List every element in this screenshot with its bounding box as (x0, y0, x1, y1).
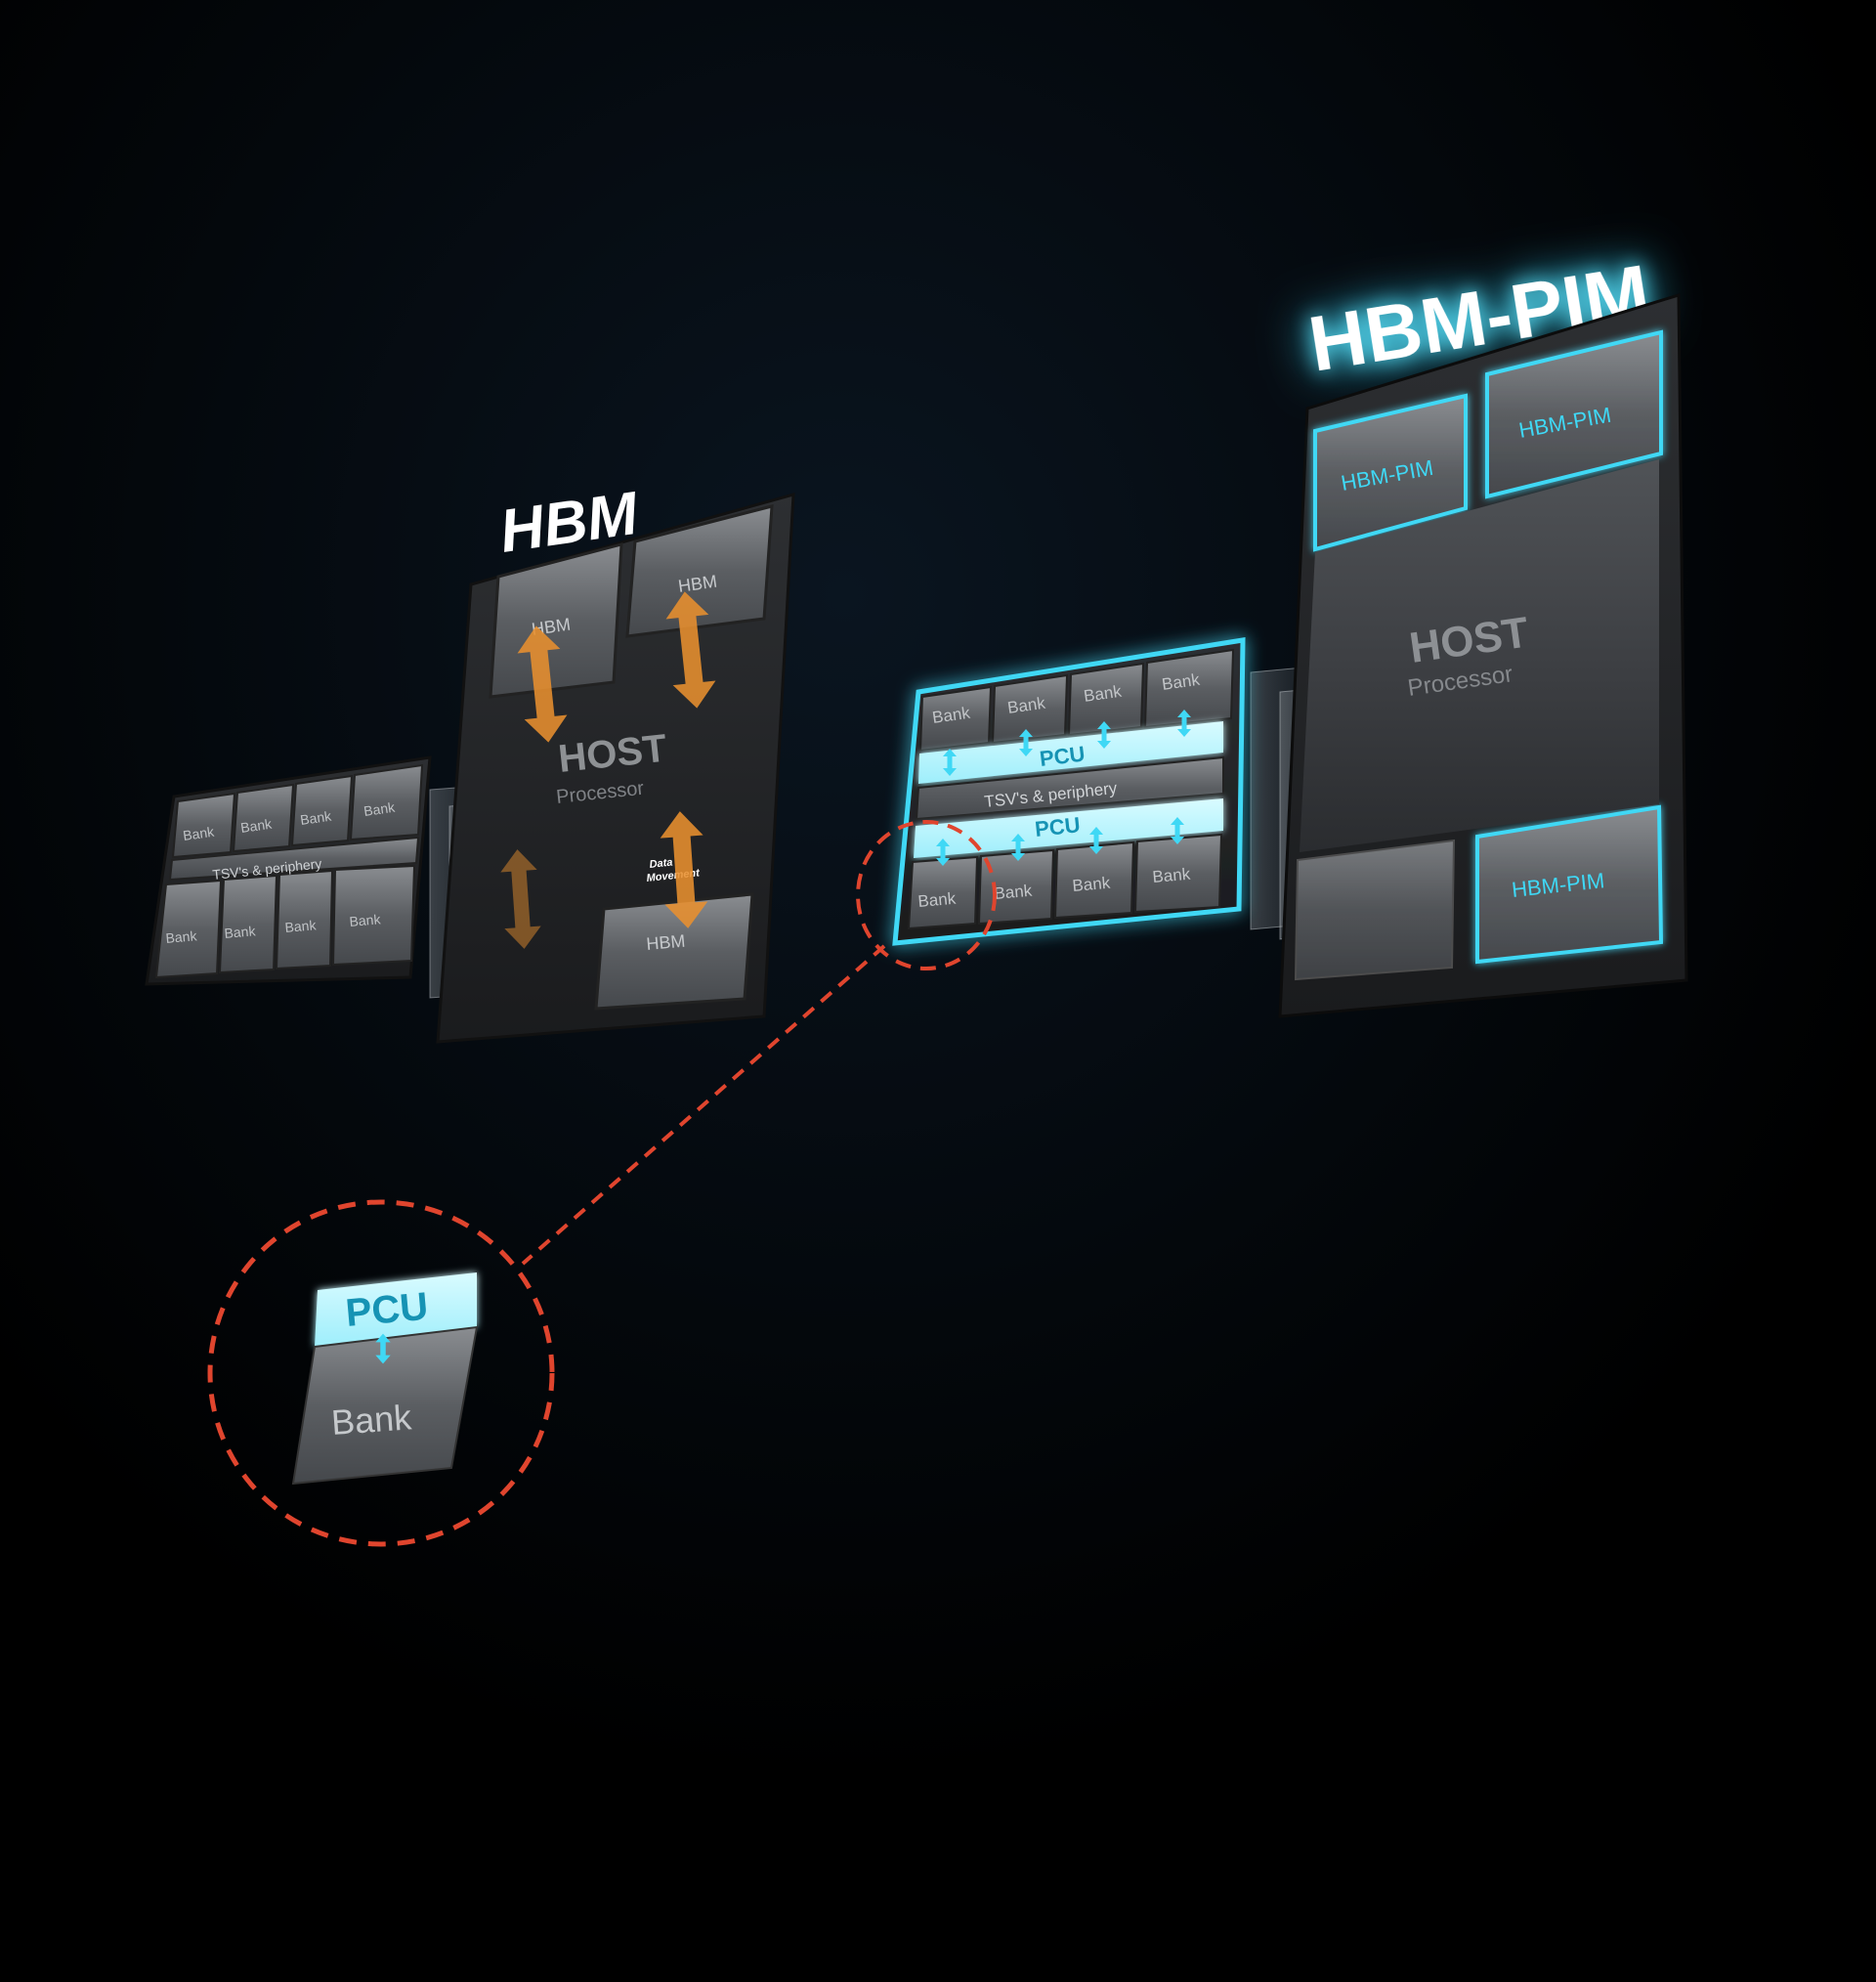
hbm-bank-label: Bank (299, 808, 333, 828)
hbm-bank-label: Bank (349, 911, 382, 929)
hbm-bank (171, 792, 236, 859)
hbm-bank (218, 874, 278, 974)
hbm-bank (331, 864, 416, 967)
hbm-bank (349, 763, 424, 841)
zoom-pcu-label: PCU (344, 1285, 430, 1335)
callout-large-circle (207, 1199, 555, 1547)
hbm-pim-diagram: HBM-PIM HBM-PIM HBM-PIM HBM-PIM HOST Pro… (892, 248, 1688, 1018)
hbm-bank-label: Bank (182, 824, 216, 843)
hbm-pim-bank-label: Bank (994, 882, 1034, 903)
hbm-block-bottom-right (594, 892, 754, 1011)
zoom-bank-tile (291, 1325, 479, 1486)
hbm-block-top-left (489, 542, 623, 699)
hbm-pim-bank-label: Bank (917, 889, 958, 911)
hbm-pim-bank-label: Bank (1152, 865, 1192, 886)
hbm-bank (154, 879, 223, 979)
hbm-pim-block-bottom-right (1475, 804, 1664, 965)
hbm-pim-bank (907, 855, 979, 930)
hbm-pim-bank (1067, 662, 1145, 737)
hbm-bank-label: Bank (284, 917, 318, 935)
hbm-pim-side-block (1294, 839, 1456, 981)
hbm-block-label-3: HBM (646, 931, 687, 954)
pcu-label-top: PCU (1039, 741, 1087, 770)
hbm-pim-bank (977, 848, 1055, 926)
callout: PCU Bank (207, 820, 997, 1547)
hbm-pim-bank (1133, 833, 1223, 914)
hbm-bank (232, 783, 295, 853)
callout-connector-line (521, 944, 886, 1266)
hbm-pim-bank (918, 685, 993, 753)
hbm-bank-label: Bank (362, 799, 397, 819)
hbm-pim-bank (1143, 648, 1235, 729)
hbm-bank-label: Bank (224, 923, 257, 941)
hbm-bank-label: Bank (165, 927, 198, 946)
hbm-bank (290, 774, 354, 847)
hbm-bank-label: Bank (239, 816, 274, 836)
pcu-strip-bottom (914, 798, 1223, 858)
hbm-pim-bank (991, 673, 1069, 745)
zoom-bank-label: Bank (330, 1397, 414, 1443)
hbm-pim-bank (1053, 840, 1135, 920)
data-movement-label-1: Data (649, 857, 673, 871)
hbm-block-top-right (625, 504, 774, 638)
hbm-pim-block-top-left (1313, 393, 1468, 552)
hbm-pim-block-top-right (1485, 329, 1663, 499)
hbm-diagram: HBM HBM HBM HBM HOST Processor Data Move… (145, 480, 795, 1044)
pcu-strip-top (918, 721, 1223, 784)
zoom-pcu-tile (315, 1272, 477, 1347)
callout-small-circle (856, 820, 997, 970)
hbm-pim-host-area (1300, 459, 1659, 852)
hbm-pim-tsv-periphery-strip (915, 755, 1224, 821)
pcu-label-bottom: PCU (1034, 812, 1082, 841)
hbm-bank (275, 869, 334, 970)
hbm-tsv-periphery-strip (168, 836, 420, 882)
hbm-pim-bank-label: Bank (1072, 874, 1112, 895)
